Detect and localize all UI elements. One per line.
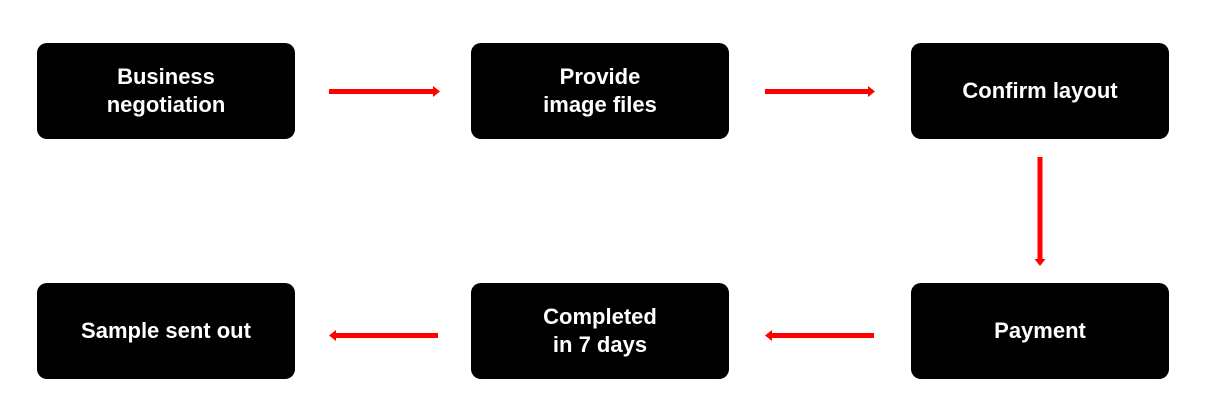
step-payment: Payment: [911, 283, 1169, 379]
arrow-2-to-3: [765, 86, 875, 97]
arrow-4-to-5: [765, 330, 874, 341]
arrow-3-to-4: [1034, 157, 1046, 266]
step-business-negotiation: Business negotiation: [37, 43, 295, 139]
step-confirm-layout: Confirm layout: [911, 43, 1169, 139]
step-completed-in-7-days: Completed in 7 days: [471, 283, 729, 379]
arrow-1-to-2: [329, 86, 440, 97]
step-provide-image-files: Provide image files: [471, 43, 729, 139]
step-sample-sent-out: Sample sent out: [37, 283, 295, 379]
arrow-5-to-6: [329, 330, 438, 341]
